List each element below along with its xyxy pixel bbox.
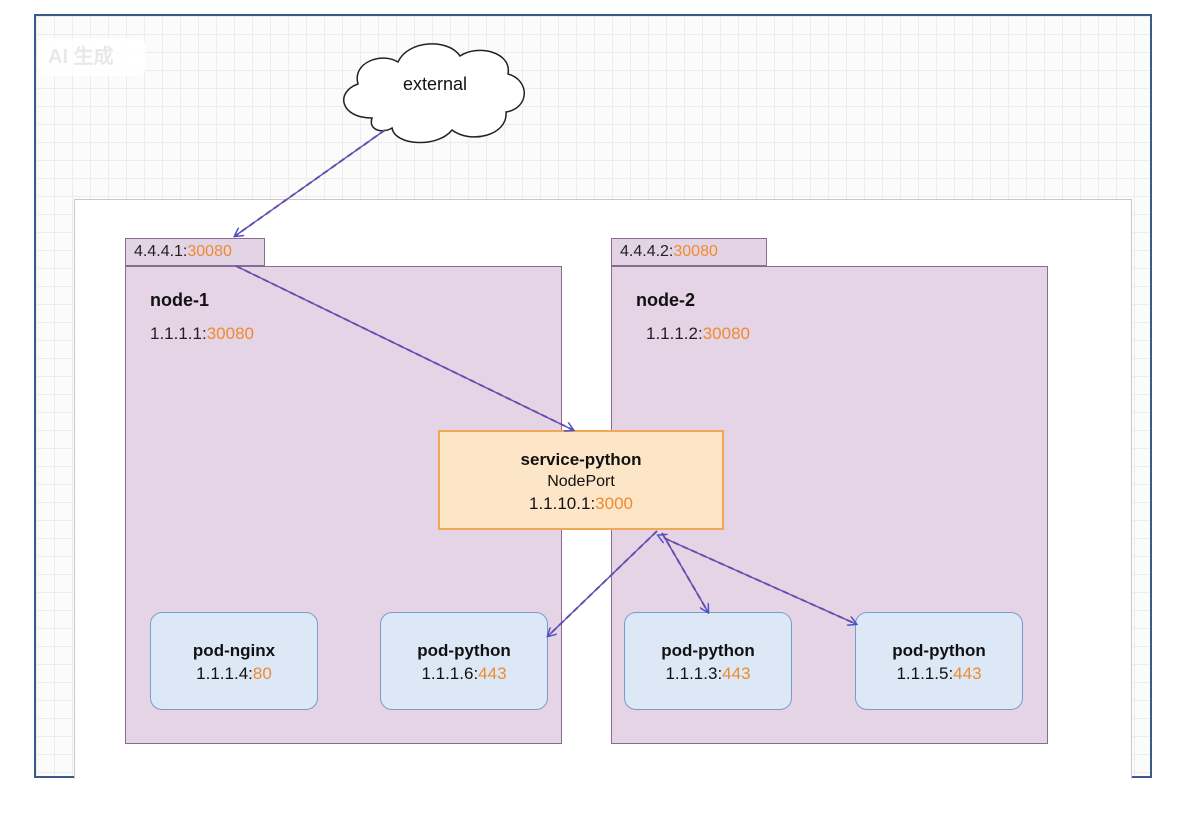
pod-ip: 1.1.1.6: <box>421 664 479 683</box>
pod-ip: 1.1.1.4: <box>196 664 253 683</box>
node-1-internal-ip: 1.1.1.1: <box>150 324 207 343</box>
pod-nginx-box: pod-nginx 1.1.1.4:80 <box>150 612 318 710</box>
arrow-external-to-node1 <box>235 129 386 236</box>
node-1-internal-port: 30080 <box>206 324 254 343</box>
pod-address: 1.1.1.5:443 <box>856 664 1022 684</box>
pod-name: pod-python <box>417 641 511 660</box>
node-1-public-ip: 4.4.4.1: <box>134 243 188 260</box>
node-1-title: node-1 <box>150 290 210 310</box>
watermark: AI 生成 <box>38 38 146 76</box>
pod-ip: 1.1.1.5: <box>896 664 954 683</box>
pod-address: 1.1.1.4:80 <box>151 664 317 684</box>
node-2-public-ip: 4.4.4.2: <box>620 243 674 260</box>
pod-port: 443 <box>722 664 751 683</box>
service-python-box: service-python NodePort 1.1.10.1:3000 <box>438 430 724 530</box>
node-1-public-address: 4.4.4.1:30080 <box>125 238 265 266</box>
pod-python-1-box: pod-python 1.1.1.6:443 <box>380 612 548 710</box>
pod-ip: 1.1.1.3: <box>665 664 723 683</box>
arrow-node1-to-service <box>235 265 573 430</box>
pod-name: pod-python <box>661 641 755 660</box>
pod-port: 443 <box>478 664 507 683</box>
pod-python-2-box: pod-python 1.1.1.3:443 <box>624 612 792 710</box>
node-2-internal-ip: 1.1.1.2: <box>646 324 703 343</box>
arrow-pod-1-1-1-5-to-service <box>664 538 856 624</box>
node-2-public-address: 4.4.4.2:30080 <box>611 238 767 266</box>
node-2-internal-address: 1.1.1.2:30080 <box>646 324 750 344</box>
service-ip: 1.1.10.1: <box>529 494 596 513</box>
node-1-public-port: 30080 <box>187 243 232 260</box>
pod-name: pod-nginx <box>192 641 276 660</box>
arrow-service-to-pod-1-1-1-6 <box>548 530 658 636</box>
pod-port: 80 <box>252 664 272 683</box>
service-port: 3000 <box>595 494 633 513</box>
pod-name: pod-python <box>892 641 986 660</box>
node-2-public-port: 30080 <box>673 243 718 260</box>
pod-port: 443 <box>953 664 982 683</box>
node-2-title: node-2 <box>636 290 696 310</box>
external-label: external <box>402 74 468 94</box>
service-name: service-python <box>520 450 642 469</box>
pod-address: 1.1.1.6:443 <box>381 664 547 684</box>
arrow-service-to-pod-1-1-1-3 <box>661 532 708 612</box>
pod-address: 1.1.1.3:443 <box>625 664 791 684</box>
node-1-internal-address: 1.1.1.1:30080 <box>150 324 254 344</box>
service-address: 1.1.10.1:3000 <box>440 494 722 514</box>
pod-python-3-box: pod-python 1.1.1.5:443 <box>855 612 1023 710</box>
node-2-internal-port: 30080 <box>702 324 750 343</box>
service-type: NodePort <box>547 473 615 490</box>
